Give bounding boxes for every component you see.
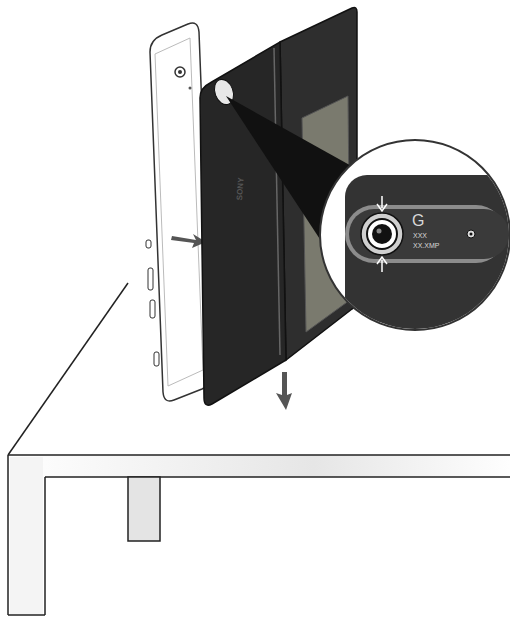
direction-arrow	[276, 372, 292, 410]
lens-marking: G	[412, 213, 424, 229]
lens-marking: XX.XMP	[413, 242, 439, 249]
direction-arrow	[171, 234, 206, 248]
lens-marking: XXX	[413, 232, 427, 239]
zoom-detail	[320, 140, 510, 375]
brand-mark: SONY	[236, 177, 246, 200]
